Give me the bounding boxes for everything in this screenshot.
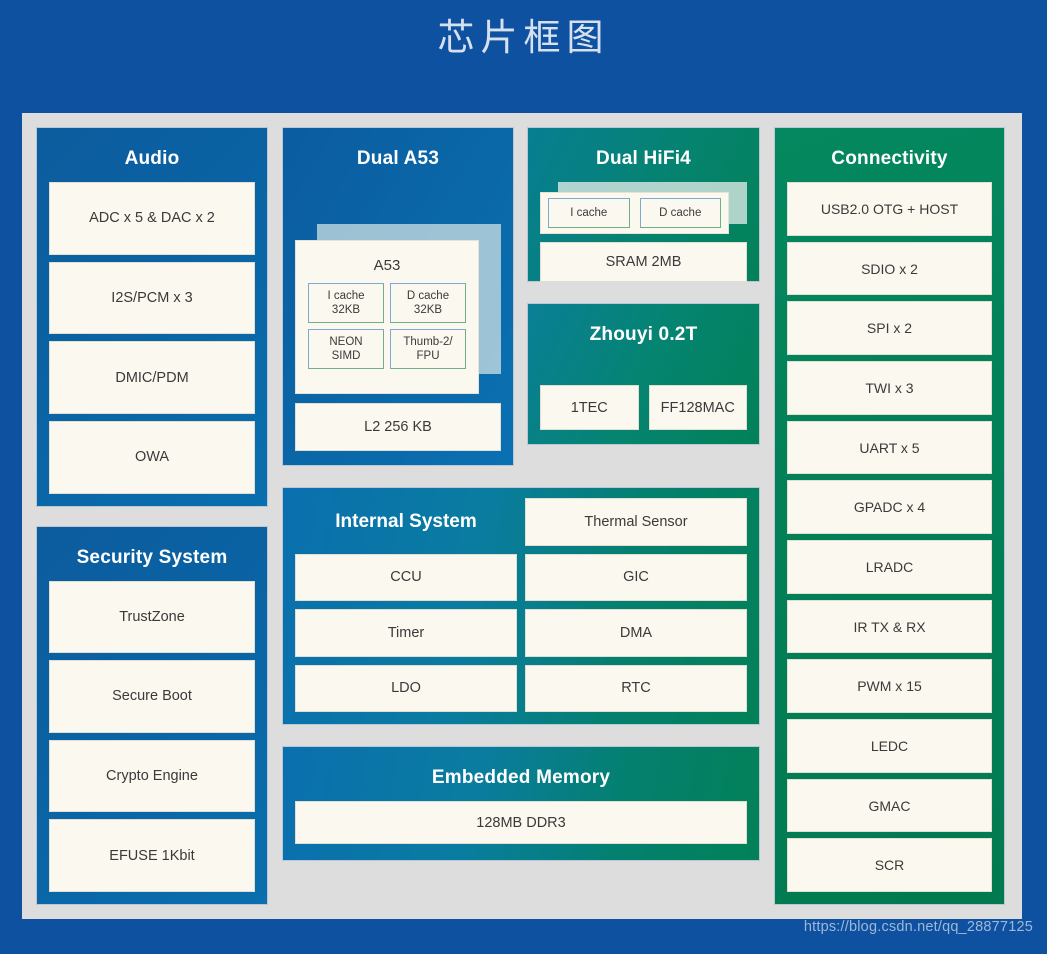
- dual-hifi4-title: Dual HiFi4: [596, 148, 691, 169]
- a53-core-label: A53: [373, 257, 401, 274]
- audio-title: Audio: [124, 148, 180, 169]
- a53-unit-i-cache[interactable]: I cache 32KB: [308, 283, 384, 323]
- security-item-efuse[interactable]: EFUSE 1Kbit: [49, 819, 255, 892]
- connectivity-item-twi[interactable]: TWI x 3: [787, 361, 992, 415]
- connectivity-item-gmac[interactable]: GMAC: [787, 778, 992, 833]
- audio-item-list: ADC x 5 & DAC x 2 I2S/PCM x 3 DMIC/PDM O…: [49, 182, 255, 494]
- dual-a53-title: Dual A53: [356, 148, 440, 169]
- internal-item-thermal-sensor[interactable]: Thermal Sensor: [525, 498, 747, 546]
- dsp-npu-column: Dual HiFi4 I cache D cache SRAM 2MB: [527, 127, 760, 466]
- connectivity-item-usb[interactable]: USB2.0 OTG + HOST: [787, 182, 992, 236]
- zhouyi-title: Zhouyi 0.2T: [589, 324, 698, 345]
- dual-a53-body: A53 I cache 32KB D cache 32KB: [295, 182, 501, 453]
- embedded-memory-item-ddr3[interactable]: 128MB DDR3: [295, 801, 747, 844]
- security-item-crypto-engine[interactable]: Crypto Engine: [49, 739, 255, 813]
- middle-top-row: Dual A53 A53 I cache 32KB: [282, 127, 760, 466]
- audio-item-dmic-pdm[interactable]: DMIC/PDM: [49, 341, 255, 414]
- embedded-memory-title: Embedded Memory: [431, 767, 611, 788]
- a53-unit-thumb2-line1: Thumb-2/: [403, 336, 453, 348]
- connectivity-block: Connectivity USB2.0 OTG + HOST SDIO x 2 …: [774, 127, 1005, 905]
- a53-unit-thumb2-line2: FPU: [416, 350, 440, 362]
- internal-system-grid: Internal System Thermal Sensor CCU GIC T…: [295, 498, 747, 712]
- internal-item-ccu[interactable]: CCU: [295, 553, 517, 601]
- connectivity-item-list: USB2.0 OTG + HOST SDIO x 2 SPI x 2 TWI x…: [787, 182, 992, 893]
- dual-a53-container: Dual A53 A53 I cache 32KB: [282, 127, 514, 466]
- security-item-list: TrustZone Secure Boot Crypto Engine EFUS…: [49, 580, 255, 892]
- hifi4-cache-card-stack: I cache D cache: [540, 182, 747, 234]
- security-item-secure-boot[interactable]: Secure Boot: [49, 660, 255, 733]
- a53-unit-neon-line2: SIMD: [331, 350, 361, 362]
- a53-core-unit-grid: I cache 32KB D cache 32KB NEON: [308, 283, 466, 369]
- zhouyi-block: Zhouyi 0.2T 1TEC FF128MAC: [527, 303, 760, 445]
- a53-unit-i-cache-line1: I cache: [327, 290, 365, 302]
- page-title: 芯片框图: [437, 17, 610, 58]
- a53-unit-d-cache-line1: D cache: [406, 290, 450, 302]
- security-system-block: Security System TrustZone Secure Boot Cr…: [36, 525, 268, 905]
- connectivity-item-gpadc[interactable]: GPADC x 4: [787, 480, 992, 535]
- audio-item-i2s-pcm[interactable]: I2S/PCM x 3: [49, 261, 255, 335]
- a53-unit-neon-simd[interactable]: NEON SIMD: [308, 329, 384, 369]
- connectivity-item-uart[interactable]: UART x 5: [787, 420, 992, 475]
- internal-system-block: Internal System Thermal Sensor CCU GIC T…: [282, 487, 760, 725]
- zhouyi-body: 1TEC FF128MAC: [540, 358, 747, 432]
- internal-item-ldo[interactable]: LDO: [295, 664, 517, 712]
- dual-hifi4-body: I cache D cache SRAM 2MB: [540, 182, 747, 282]
- connectivity-item-pwm[interactable]: PWM x 15: [787, 659, 992, 714]
- dual-hifi4-block: Dual HiFi4 I cache D cache SRAM 2MB: [527, 127, 760, 282]
- left-column: Audio ADC x 5 & DAC x 2 I2S/PCM x 3 DMIC…: [36, 127, 268, 905]
- connectivity-item-ledc[interactable]: LEDC: [787, 719, 992, 773]
- internal-item-rtc[interactable]: RTC: [525, 664, 747, 712]
- a53-core-card-front[interactable]: A53 I cache 32KB D cache 32KB: [295, 240, 479, 394]
- zhouyi-item-ff128mac[interactable]: FF128MAC: [648, 385, 747, 430]
- connectivity-title: Connectivity: [831, 148, 948, 169]
- right-column: Connectivity USB2.0 OTG + HOST SDIO x 2 …: [774, 127, 1005, 905]
- a53-unit-i-cache-line2: 32KB: [331, 304, 361, 316]
- security-system-title: Security System: [76, 546, 228, 568]
- hifi4-sram[interactable]: SRAM 2MB: [540, 242, 747, 282]
- connectivity-item-ir[interactable]: IR TX & RX: [787, 599, 992, 654]
- zhouyi-item-1tec[interactable]: 1TEC: [540, 385, 639, 430]
- hifi4-cache-card-front[interactable]: I cache D cache: [540, 192, 729, 234]
- a53-unit-thumb2-fpu[interactable]: Thumb-2/ FPU: [390, 329, 466, 369]
- a53-unit-neon-line1: NEON: [329, 336, 363, 348]
- hifi4-d-cache[interactable]: D cache: [639, 198, 721, 228]
- watermark: https://blog.csdn.net/qq_28877125: [803, 919, 1033, 935]
- middle-column: Dual A53 A53 I cache 32KB: [282, 127, 760, 905]
- a53-unit-d-cache[interactable]: D cache 32KB: [390, 283, 466, 323]
- connectivity-item-lradc[interactable]: LRADC: [787, 540, 992, 594]
- embedded-memory-block: Embedded Memory 128MB DDR3: [282, 746, 760, 861]
- audio-item-adc-dac[interactable]: ADC x 5 & DAC x 2: [49, 182, 255, 255]
- a53-core-card-stack: A53 I cache 32KB D cache 32KB: [295, 224, 501, 394]
- internal-system-title: Internal System: [335, 510, 477, 532]
- internal-item-dma[interactable]: DMA: [525, 609, 747, 657]
- audio-item-owa[interactable]: OWA: [49, 420, 255, 494]
- internal-item-timer[interactable]: Timer: [295, 609, 517, 657]
- connectivity-item-sdio[interactable]: SDIO x 2: [787, 241, 992, 296]
- connectivity-item-spi[interactable]: SPI x 2: [787, 301, 992, 356]
- audio-block: Audio ADC x 5 & DAC x 2 I2S/PCM x 3 DMIC…: [36, 127, 268, 507]
- a53-l2-cache[interactable]: L2 256 KB: [295, 403, 501, 451]
- hifi4-i-cache[interactable]: I cache: [548, 198, 630, 228]
- a53-unit-d-cache-line2: 32KB: [413, 304, 443, 316]
- connectivity-item-scr[interactable]: SCR: [787, 838, 992, 893]
- chip-block-diagram: Audio ADC x 5 & DAC x 2 I2S/PCM x 3 DMIC…: [22, 113, 1022, 919]
- internal-item-gic[interactable]: GIC: [525, 553, 747, 601]
- dual-a53-block: Dual A53 A53 I cache 32KB: [282, 127, 514, 466]
- security-item-trustzone[interactable]: TrustZone: [49, 580, 255, 654]
